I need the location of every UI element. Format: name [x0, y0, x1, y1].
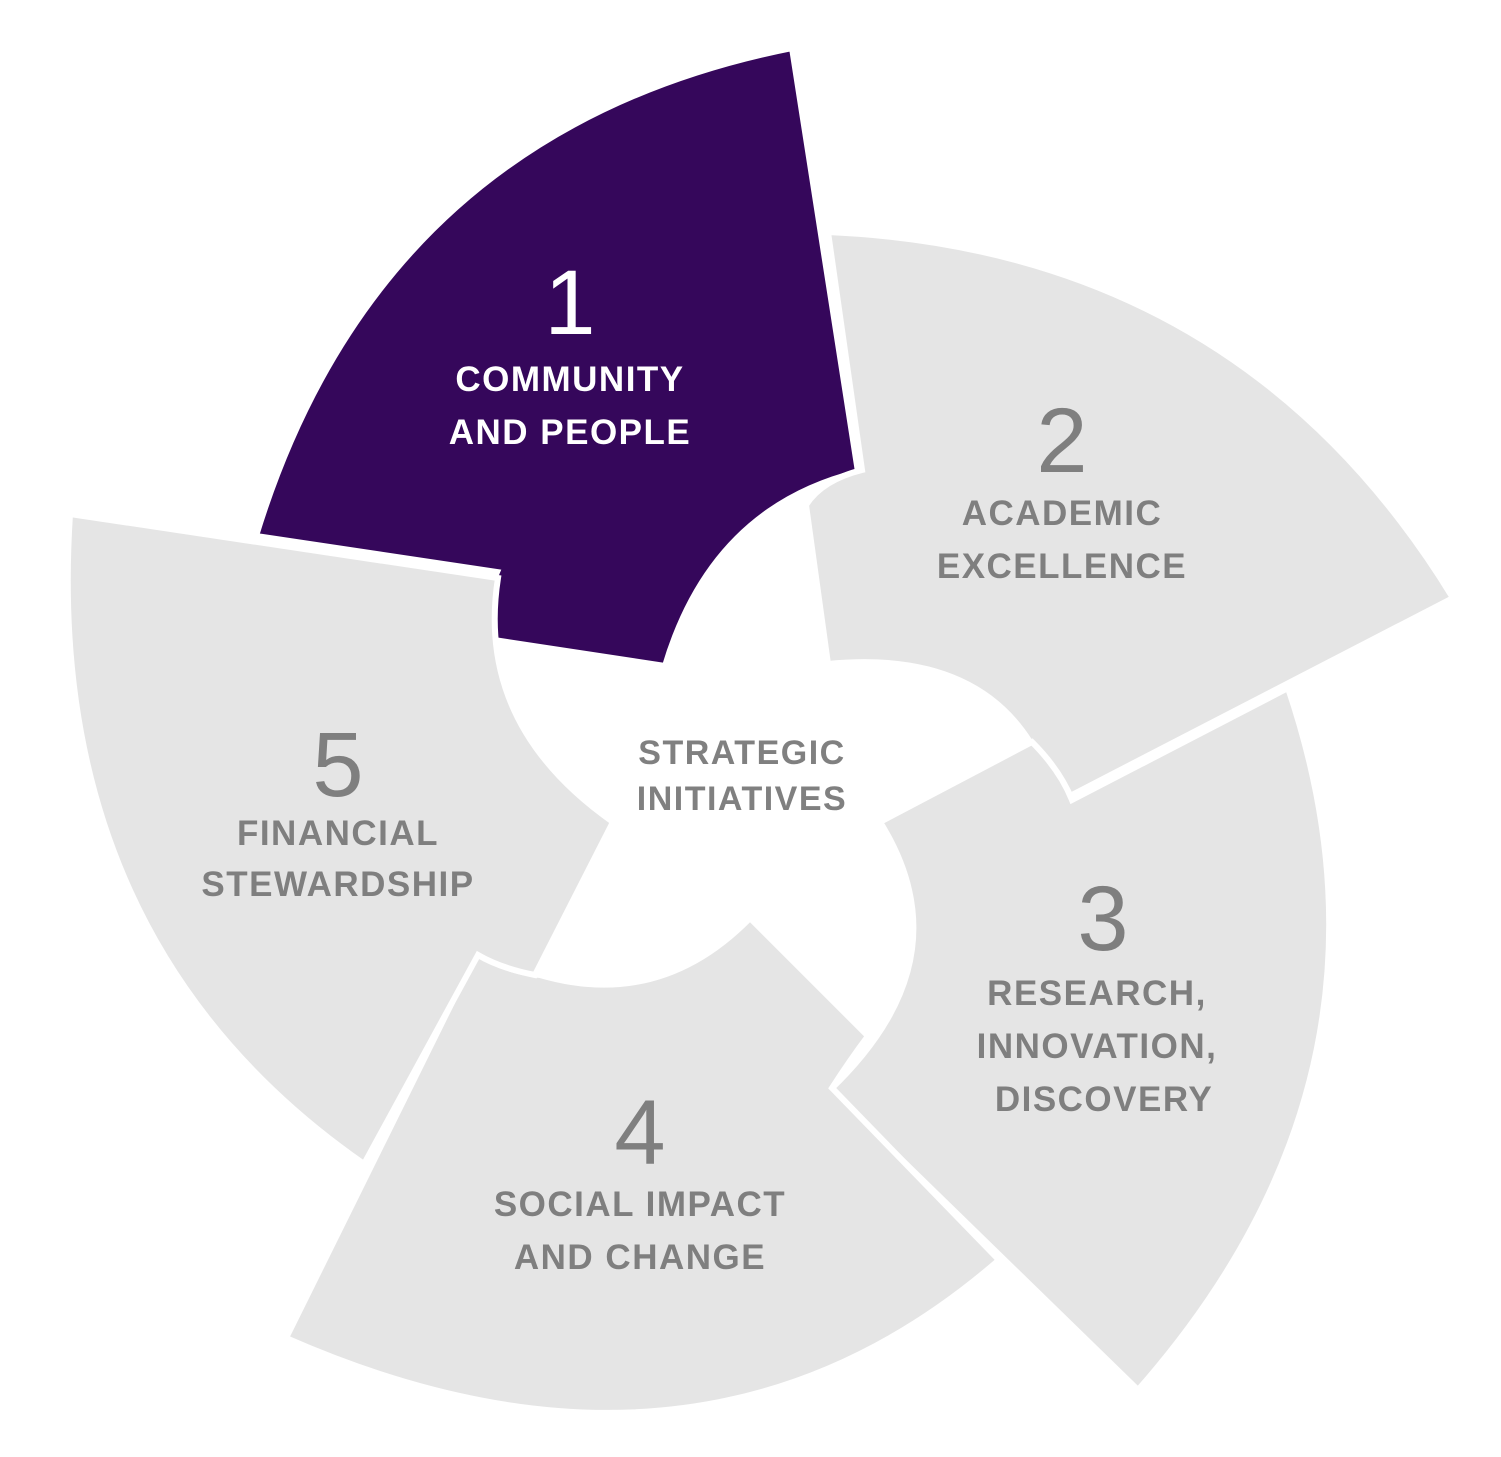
segment-5-label-line1: FINANCIAL: [237, 814, 439, 853]
segment-1-number: 1: [544, 252, 595, 354]
segment-3-label-line2: INNOVATION,: [977, 1027, 1218, 1066]
segment-1-label-line2: AND PEOPLE: [449, 413, 692, 452]
segment-3-number: 3: [1077, 868, 1128, 970]
segment-2-label-line2: EXCELLENCE: [937, 547, 1187, 586]
center-label-line2: INITIATIVES: [637, 780, 847, 818]
segment-5-number: 5: [312, 714, 363, 816]
segment-4-label-line2: AND CHANGE: [514, 1238, 766, 1277]
segment-2-label-line1: ACADEMIC: [962, 494, 1163, 533]
segment-1-label-line1: COMMUNITY: [455, 360, 684, 399]
segment-3-label-line1: RESEARCH,: [987, 974, 1207, 1013]
segment-2-number: 2: [1036, 390, 1087, 492]
segment-3-label-line3: DISCOVERY: [995, 1080, 1213, 1119]
segment-4-label-line1: SOCIAL IMPACT: [494, 1185, 786, 1224]
center-label-line1: STRATEGIC: [638, 734, 845, 772]
segment-5-financial-stewardship[interactable]: [64, 510, 617, 1169]
segment-4-number: 4: [614, 1082, 665, 1184]
segment-5-label-line2: STEWARDSHIP: [201, 865, 474, 904]
